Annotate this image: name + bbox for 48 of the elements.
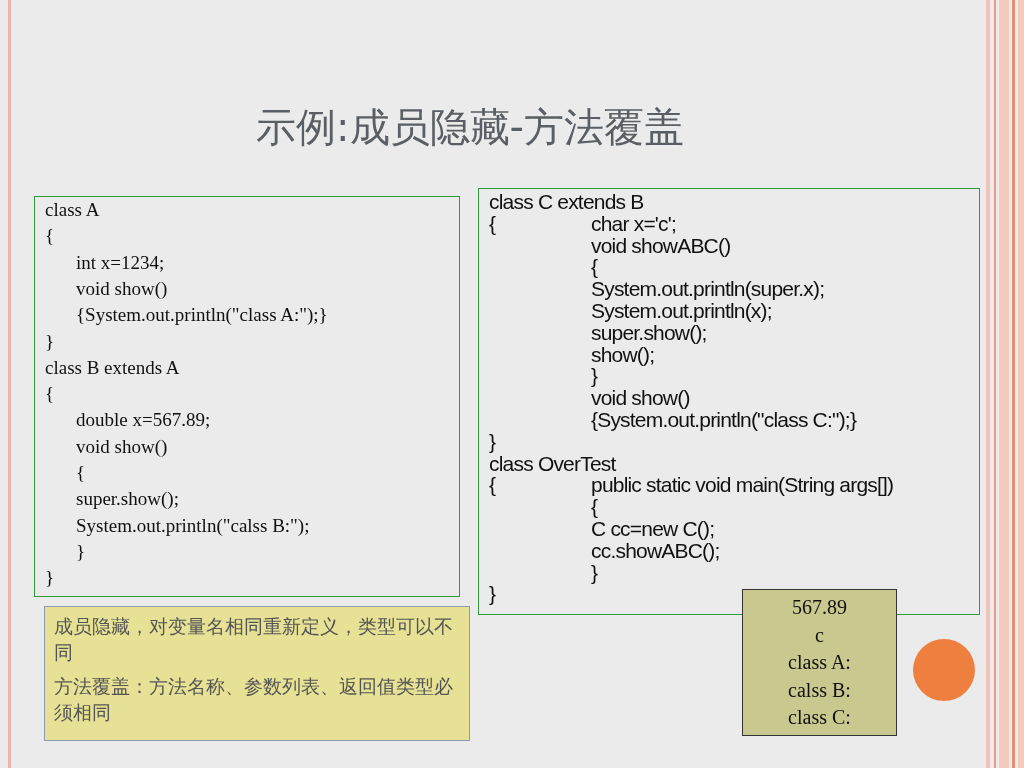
code-line: class C extends B xyxy=(489,191,644,213)
code-line: void show() xyxy=(591,387,690,409)
slide-title: 示例:成员隐藏-方法覆盖 xyxy=(255,103,685,152)
code-line: } xyxy=(45,566,55,591)
code-panel xyxy=(34,196,460,597)
code-line: C cc=new C(); xyxy=(591,518,715,540)
code-line: } xyxy=(591,365,598,388)
output-line: calss B: xyxy=(787,677,852,703)
code-line: public static void main(String args[]) xyxy=(591,474,894,497)
code-line: super.show(); xyxy=(591,321,707,344)
code-line: } xyxy=(489,583,496,606)
output-line: c xyxy=(814,622,825,648)
code-line: System.out.println("calss B:"); xyxy=(76,513,310,538)
note-text: 方法覆盖：方法名称、参数列表、返回值类型必须相同 xyxy=(54,674,454,725)
code-line: {System.out.println("class C:");} xyxy=(591,409,857,431)
output-line: 567.89 xyxy=(791,595,848,620)
code-line: { xyxy=(76,461,86,485)
code-line: void showABC() xyxy=(591,234,731,257)
code-line: {System.out.println("class A:");} xyxy=(76,303,328,328)
code-line: } xyxy=(76,539,86,564)
code-line: { xyxy=(45,224,55,249)
code-line: void show() xyxy=(76,276,168,301)
code-line: System.out.println(super.x); xyxy=(591,278,825,300)
code-line: } xyxy=(591,561,598,584)
code-line: System.out.println(x); xyxy=(591,300,772,322)
code-line: int x=1234; xyxy=(76,250,165,275)
code-line: void show() xyxy=(76,434,168,459)
output-box xyxy=(742,589,897,736)
code-line: show(); xyxy=(591,343,655,366)
output-line: class C: xyxy=(787,705,852,730)
code-line: { xyxy=(591,496,598,518)
output-line: class A: xyxy=(787,650,852,675)
note-text: 成员隐藏，对变量名相同重新定义，类型可以不同 xyxy=(54,614,454,665)
code-line: { xyxy=(489,474,496,497)
code-line: super.show(); xyxy=(76,487,179,512)
code-line: class A xyxy=(45,198,100,222)
code-line: { xyxy=(591,256,598,279)
code-line: { xyxy=(489,212,496,235)
code-line: class B extends A xyxy=(45,355,180,380)
note-box xyxy=(44,606,470,741)
code-line: cc.showABC(); xyxy=(591,539,720,562)
code-line: { xyxy=(45,382,55,407)
code-line: } xyxy=(45,329,55,354)
code-panel xyxy=(478,188,980,615)
code-line: double x=567.89; xyxy=(76,408,211,433)
code-line: } xyxy=(489,430,496,453)
code-line: class OverTest xyxy=(489,452,616,475)
code-line: char x='c'; xyxy=(591,212,676,235)
